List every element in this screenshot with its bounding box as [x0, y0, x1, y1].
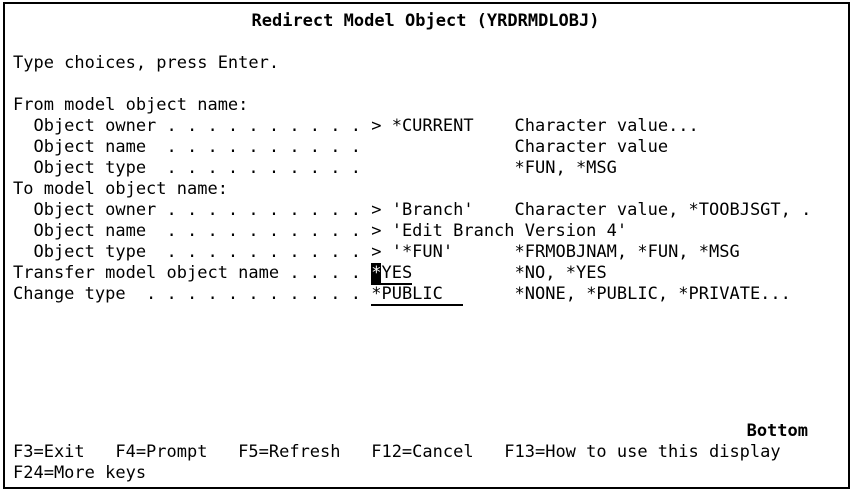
param-label: Transfer model object name . . . . — [13, 263, 372, 283]
terminal-content: Redirect Model Object (YRDRMDLOBJ) Type … — [5, 4, 848, 487]
from-header-text: From model object name: — [13, 95, 249, 115]
pad — [474, 116, 515, 136]
param-hint: Character value... — [514, 116, 699, 136]
pad — [453, 242, 514, 262]
function-keys-line-2: F24=More keys — [13, 463, 838, 484]
param-row-to-object-owner: Object owner . . . . . . . . . . > 'Bran… — [13, 200, 838, 221]
bottom-indicator: Bottom — [746, 421, 808, 441]
param-row-from-object-type: Object type . . . . . . . . . . *FUN, *M… — [13, 158, 838, 179]
change-type-input-field[interactable]: *PUBLIC — [371, 284, 464, 306]
title-line: Redirect Model Object (YRDRMDLOBJ) — [13, 11, 838, 32]
param-hint: *NONE, *PUBLIC, *PRIVATE... — [514, 284, 791, 304]
param-hint: *FRMOBJNAM, *FUN, *MSG — [514, 242, 740, 262]
param-row-from-object-owner: Object owner . . . . . . . . . . > *CURR… — [13, 116, 838, 137]
function-keys-line-1: F3=Exit F4=Prompt F5=Refresh F12=Cancel … — [13, 442, 838, 463]
param-row-change-type: Change type . . . . . . . . . . . *PUBLI… — [13, 284, 838, 306]
to-object-type-value[interactable]: '*FUN' — [391, 242, 454, 262]
param-hint: Character value, *TOOBJSGT, . — [514, 200, 812, 220]
function-keys-text-1: F3=Exit F4=Prompt F5=Refresh F12=Cancel … — [13, 442, 781, 462]
param-label: Object owner . . . . . . . . . . > — [13, 116, 392, 136]
param-row-from-object-name: Object name . . . . . . . . . . Characte… — [13, 137, 838, 158]
param-label: Change type . . . . . . . . . . . — [13, 284, 372, 304]
pad — [361, 158, 515, 178]
param-label: Object type . . . . . . . . . . > — [13, 242, 392, 262]
param-row-to-object-type: Object type . . . . . . . . . . > '*FUN'… — [13, 242, 838, 263]
param-hint: *FUN, *MSG — [514, 158, 617, 178]
text-cursor: * — [371, 263, 382, 283]
terminal-screen: Redirect Model Object (YRDRMDLOBJ) Type … — [3, 2, 850, 489]
bottom-indicator-line: Bottom — [13, 421, 838, 442]
pad — [474, 200, 515, 220]
instruction-text: Type choices, press Enter. — [13, 53, 280, 73]
to-object-name-value[interactable]: 'Edit Branch Version 4' — [391, 221, 628, 241]
pad — [412, 263, 514, 283]
param-hint: *NO, *YES — [514, 263, 607, 283]
param-label: Object owner . . . . . . . . . . > — [13, 200, 392, 220]
to-section-header: To model object name: — [13, 179, 838, 200]
pad — [361, 137, 515, 157]
transfer-field-text: YES — [381, 263, 413, 283]
function-keys-text-2: F24=More keys — [13, 463, 147, 483]
param-label: Object name . . . . . . . . . . > — [13, 221, 392, 241]
param-label: Object name . . . . . . . . . . — [13, 137, 361, 157]
param-row-to-object-name: Object name . . . . . . . . . . > 'Edit … — [13, 221, 838, 242]
empty-area — [13, 305, 838, 421]
param-row-transfer-model-object-name: Transfer model object name . . . . *YES … — [13, 263, 838, 285]
blank-line — [13, 74, 838, 95]
blank-line — [13, 32, 838, 53]
from-section-header: From model object name: — [13, 95, 838, 116]
instruction-line: Type choices, press Enter. — [13, 53, 838, 74]
param-hint: Character value — [514, 137, 669, 157]
from-object-owner-value[interactable]: *CURRENT — [391, 116, 474, 136]
to-header-text: To model object name: — [13, 179, 228, 199]
page-title: Redirect Model Object (YRDRMDLOBJ) — [251, 11, 600, 31]
pad — [463, 284, 514, 304]
transfer-input-field[interactable]: *YES — [371, 263, 413, 285]
to-object-owner-value[interactable]: 'Branch' — [391, 200, 474, 220]
param-label: Object type . . . . . . . . . . — [13, 158, 361, 178]
